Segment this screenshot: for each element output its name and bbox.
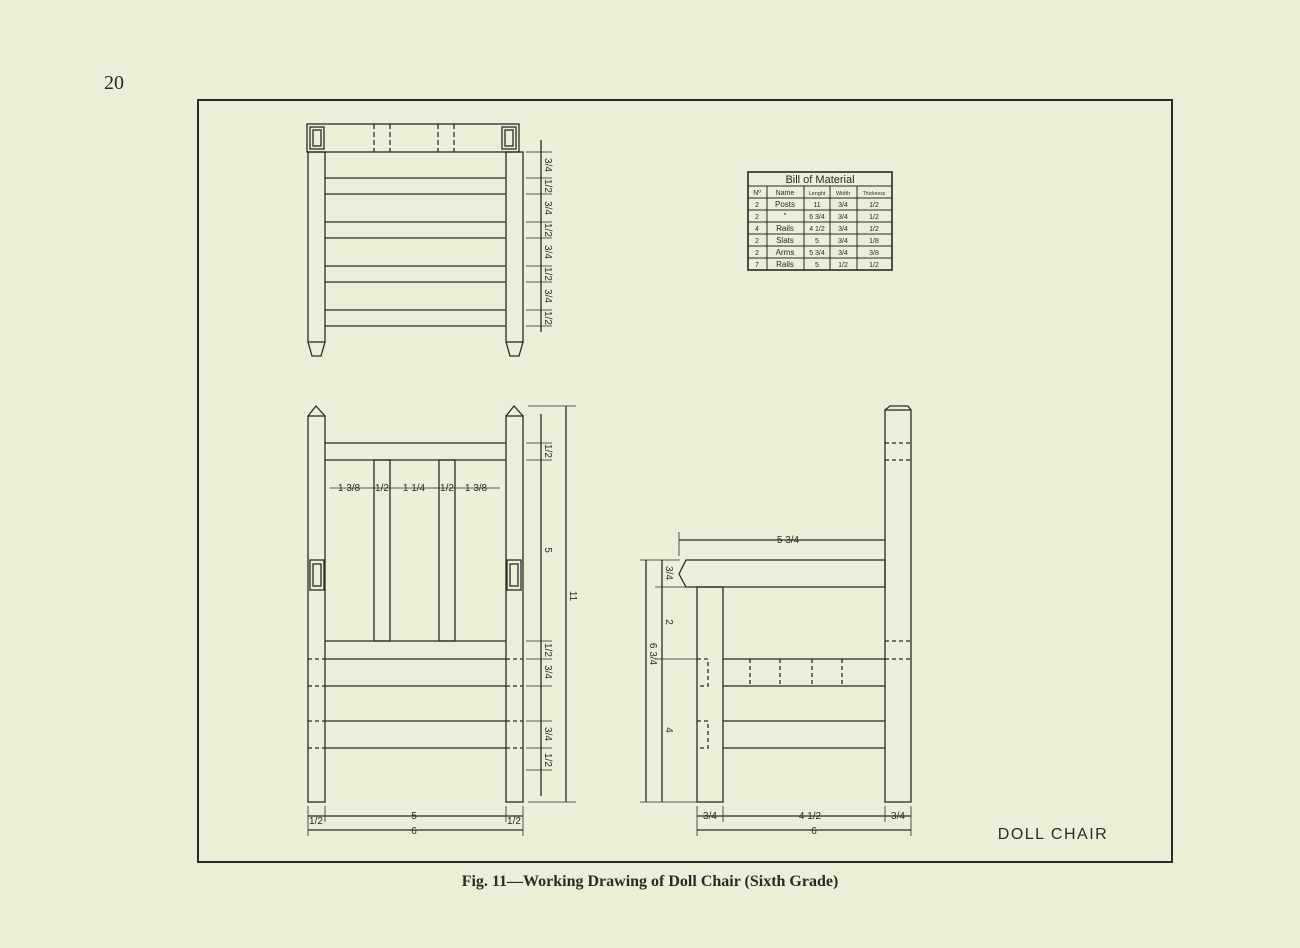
- bom-cell: Arms: [776, 248, 795, 257]
- top-dim: 3/4: [542, 289, 553, 303]
- drawing-title: DOLL CHAIR: [998, 826, 1108, 843]
- front-bottom-inner-dim: 5: [411, 811, 417, 822]
- bom-header-thickness: Thickness: [863, 191, 886, 197]
- front-bottom-outer-dim: 6: [411, 826, 417, 837]
- front-height-dim: 11: [567, 591, 578, 602]
- bom-cell: 4: [755, 226, 759, 233]
- side-arm-length-dim: 5 3/4: [777, 535, 800, 546]
- front-spacing-dim: 1 3/8: [465, 483, 488, 494]
- side-bottom-left-dim: 3/4: [703, 811, 717, 822]
- bom-cell: 5 3/4: [809, 250, 825, 257]
- bom-cell: 3/4: [838, 214, 848, 221]
- bom-cell: 3/4: [838, 238, 848, 245]
- front-post-right-dim: 1/2: [507, 816, 521, 827]
- bom-cell: 2: [755, 238, 759, 245]
- bill-of-material-table: [747, 171, 893, 271]
- bom-cell: 2: [755, 250, 759, 257]
- top-dim: 1/2: [542, 223, 553, 237]
- bom-header-width: Width: [836, 191, 850, 197]
- top-dim: 1/2: [542, 179, 553, 193]
- bom-cell: Rails: [776, 260, 794, 269]
- bom-cell: 2: [755, 202, 759, 209]
- bom-cell: 1/2: [869, 262, 879, 269]
- bom-cell: 3/4: [838, 202, 848, 209]
- bom-title: Bill of Material: [785, 174, 854, 186]
- side-bottom-right-dim: 3/4: [891, 811, 905, 822]
- bom-cell: 3/8: [869, 250, 879, 257]
- bom-header-no: Nº: [753, 190, 761, 197]
- bom-cell: 3/4: [838, 250, 848, 257]
- top-view-dimensions: 3/4 1/2 3/4 1/2 3/4 1/2 3/4 1/2: [542, 158, 553, 325]
- side-left-dim-3: 4: [663, 727, 674, 733]
- side-bottom-mid-dim: 4 1/2: [799, 811, 822, 822]
- bom-cell: Posts: [775, 200, 795, 209]
- front-right-dim: 1/2: [542, 753, 553, 767]
- front-right-dim: 3/4: [542, 727, 553, 741]
- bom-cell: 2: [755, 214, 759, 221]
- figure-caption: Fig. 11—Working Drawing of Doll Chair (S…: [461, 873, 839, 890]
- front-post-left-dim: 1/2: [309, 816, 323, 827]
- bom-cell: 11: [813, 202, 820, 209]
- bom-cell: 1/2: [869, 202, 879, 209]
- bom-cell: 5: [815, 238, 819, 245]
- top-dim: 3/4: [542, 245, 553, 259]
- bom-cell: 1/2: [869, 214, 879, 221]
- top-view: [306, 123, 552, 357]
- front-view: [307, 404, 576, 836]
- bom-cell: 5: [815, 262, 819, 269]
- top-dim: 1/2: [542, 311, 553, 325]
- front-spacing-dim: 1/2: [440, 483, 454, 494]
- bom-cell: Rails: [776, 224, 794, 233]
- drawing-border: [197, 99, 1173, 863]
- bom-cell: 6 3/4: [809, 214, 825, 221]
- front-spacing-dim: 1 3/8: [338, 483, 361, 494]
- side-height-dim: 6 3/4: [647, 643, 658, 666]
- front-spacing-dim: 1/2: [375, 483, 389, 494]
- bom-cell: 7: [755, 262, 759, 269]
- front-spacing-dim: 1 1/4: [403, 483, 426, 494]
- bom-cell: 1/2: [838, 262, 848, 269]
- bom-cell: 4 1/2: [809, 226, 825, 233]
- side-view: [640, 405, 912, 836]
- bom-cell: Slats: [776, 236, 794, 245]
- front-right-dim: 5: [542, 547, 553, 553]
- doll-chair-drawing: Bill of Material Nº Name Lenght Width Th…: [197, 99, 1173, 863]
- bom-header-name: Name: [776, 190, 795, 197]
- bom-cell: 1/8: [869, 238, 879, 245]
- bom-cell: 3/4: [838, 226, 848, 233]
- bom-header-length: Lenght: [809, 191, 826, 197]
- top-dim: 3/4: [542, 158, 553, 172]
- bom-cell: 1/2: [869, 226, 879, 233]
- side-bottom-overall-dim: 6: [811, 826, 817, 837]
- top-dim: 1/2: [542, 267, 553, 281]
- front-spacing-dimensions: 1 3/8 1/2 1 1/4 1/2 1 3/8: [338, 483, 488, 494]
- front-right-dim: 3/4: [542, 665, 553, 679]
- page-number: 20: [104, 72, 124, 94]
- bom-cell: ": [784, 212, 787, 221]
- front-right-dim: 1/2: [542, 643, 553, 657]
- side-left-dim-1: 3/4: [663, 566, 674, 580]
- front-right-dimensions: 1/2 5 1/2 3/4 3/4 1/2: [542, 444, 553, 767]
- top-dim: 3/4: [542, 201, 553, 215]
- side-left-dim-2: 2: [663, 619, 674, 625]
- front-right-dim: 1/2: [542, 444, 553, 458]
